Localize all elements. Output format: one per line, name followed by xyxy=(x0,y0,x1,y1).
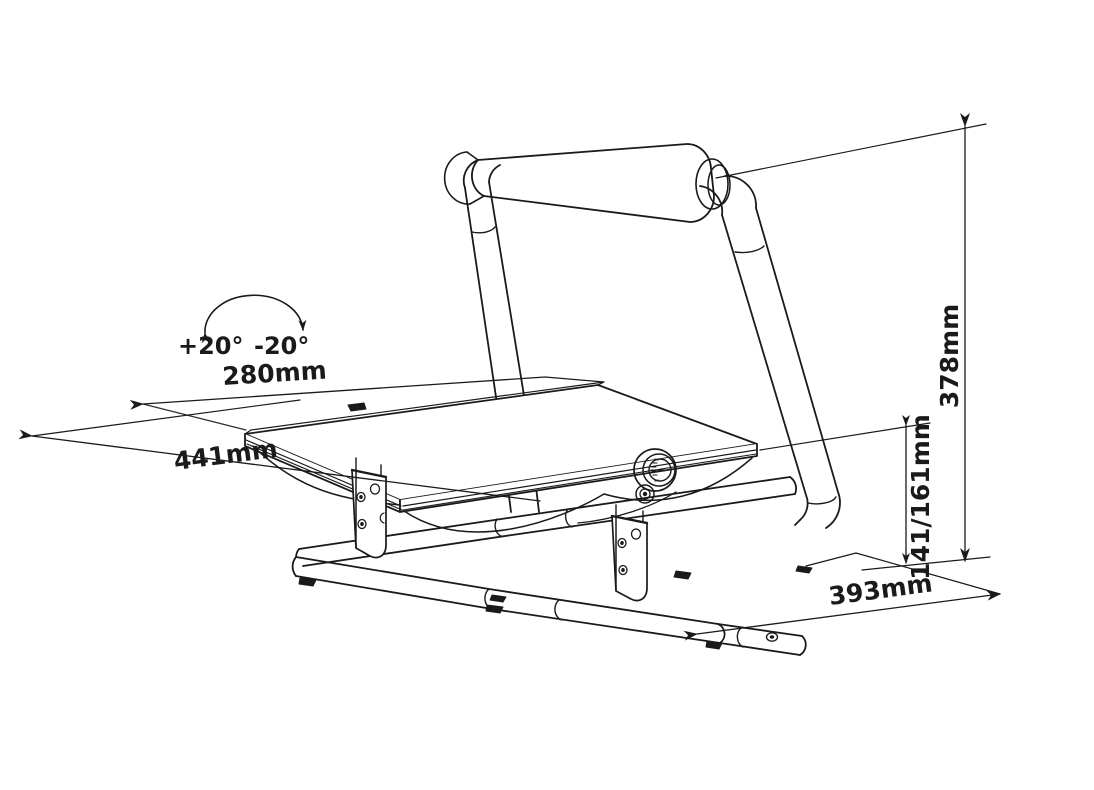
tilt-positive-label: +20° xyxy=(178,332,244,360)
dimension-label-378mm: 378mm xyxy=(935,304,964,408)
dimension-label-441mm: 441mm xyxy=(172,434,279,476)
tilt-negative-label: -20° xyxy=(254,332,309,360)
dimension-393mm xyxy=(683,552,1001,641)
dimension-280mm xyxy=(129,376,605,431)
dimension-label-280mm: 280mm xyxy=(222,355,328,390)
dimension-378mm xyxy=(715,113,991,571)
adjustment-knob[interactable] xyxy=(633,448,677,504)
handle-bar xyxy=(443,143,731,223)
dimension-141-161mm xyxy=(759,415,931,564)
bracket-post-left xyxy=(350,457,388,559)
dimension-label-141-161mm: 141/161mm xyxy=(906,414,935,580)
dimension-441mm xyxy=(18,399,541,502)
upright-tube-right xyxy=(699,175,841,529)
desktop-panel xyxy=(244,381,758,533)
tilt-angle-arc xyxy=(201,294,307,344)
bracket-post-right xyxy=(610,504,649,602)
